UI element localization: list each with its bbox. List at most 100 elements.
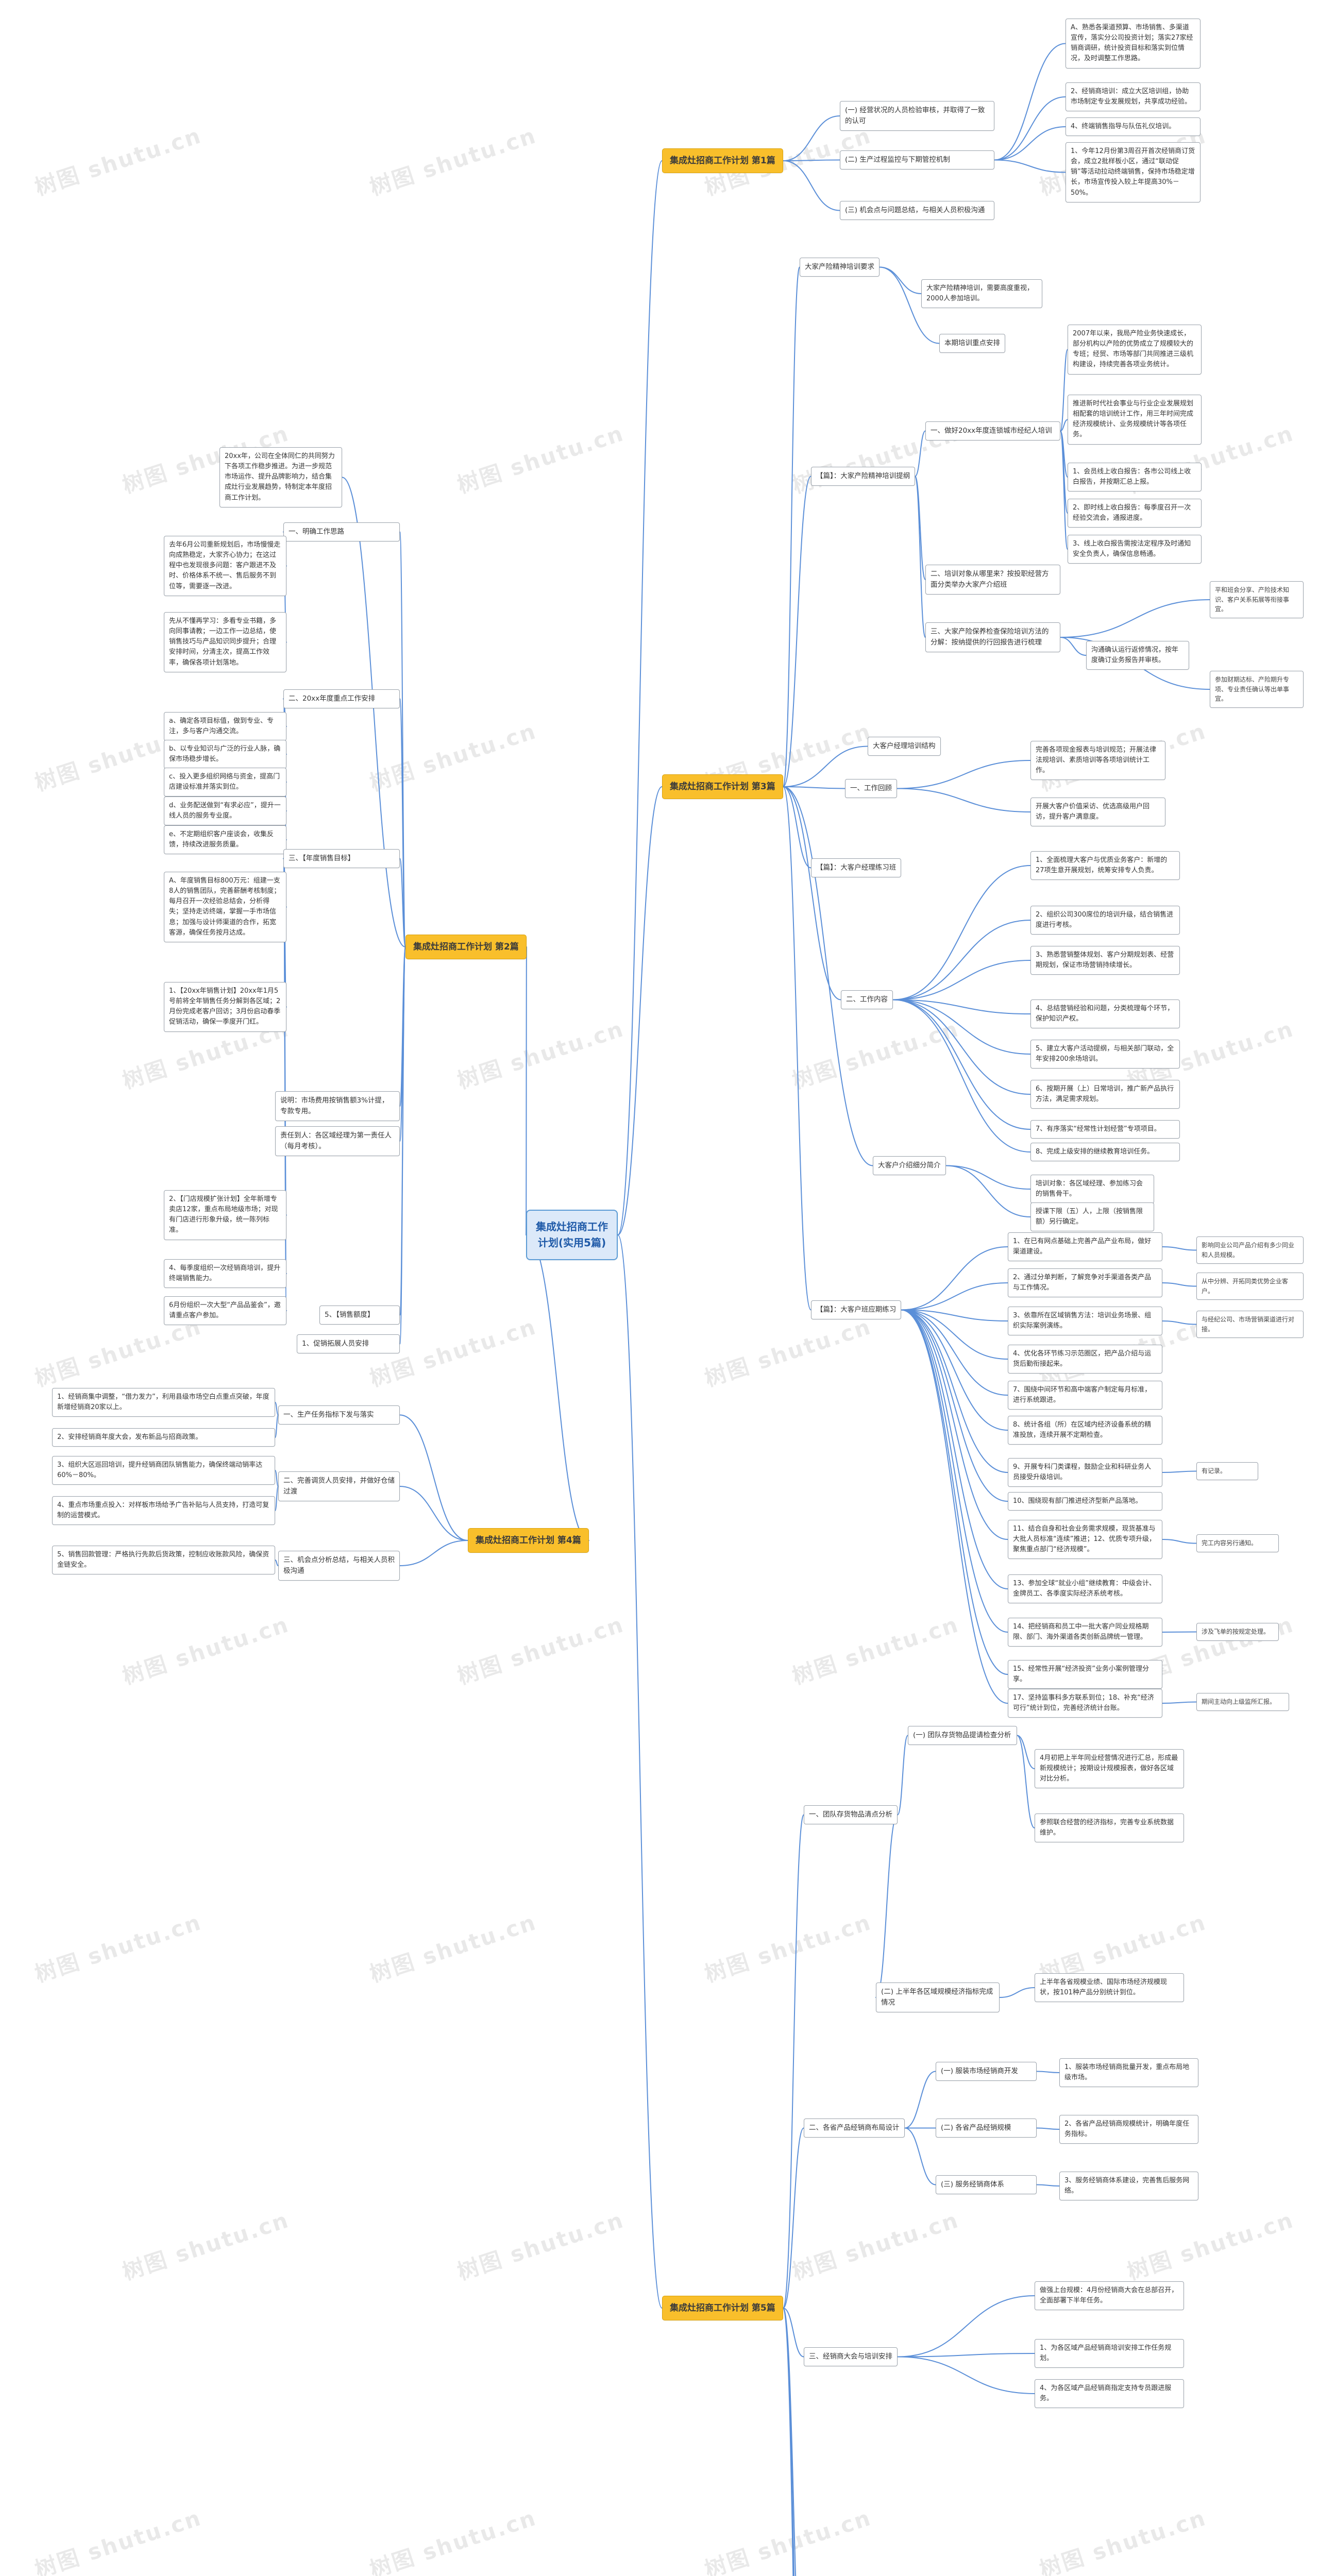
mindmap-node-L4b2[interactable]: 4、重点市场重点投入：对样板市场给予广告补贴与人员支持，打造可复制的运营模式。 [52,1496,275,1526]
mindmap-node-L3b3a[interactable]: 平和班会分享、产险技术知识、客户关系拓展等衔接事宜。 [1210,581,1304,618]
mindmap-node-T4b[interactable]: 二、完善调货人员安排，并做好仓储过渡 [278,1471,400,1501]
mindmap-node-N3h13[interactable]: 期间主动向上级监所汇报。 [1196,1693,1289,1711]
mindmap-node-T3b3[interactable]: 三、大家产险保养检查保险培训方法的分解：按纳提供的行回报告进行梳理 [925,622,1060,652]
mindmap-node-T1_3[interactable]: (三) 机会点与问题总结，与相关人员积极沟通 [840,201,994,220]
mindmap-node-N3h1[interactable]: 影响同业公司产品介绍有多少同业和人员规模。 [1196,1236,1304,1264]
mindmap-node-L3b3c[interactable]: 沟通确认运行返修情况，按年度确订业务报告并审核。 [1086,641,1189,670]
mindmap-node-T3b[interactable]: 【篇】：大家产险精神培训提纲 [811,467,916,486]
mindmap-node-L3f6[interactable]: 6、按期开展（上）日常培训，推广新产品执行方法，满足需求规划。 [1030,1080,1180,1109]
mindmap-node-L3f5[interactable]: 5、建立大客户活动提纲，与相关部门联动，全年安排200余场培训。 [1030,1040,1180,1069]
mindmap-node-T5b[interactable]: 二、各省产品经销商布局设计 [804,2119,905,2138]
mindmap-node-T5a1[interactable]: (一) 团队存货物品提请检查分析 [908,1726,1017,1745]
mindmap-node-L4b1[interactable]: 3、组织大区巡回培训，提升经销商团队销售能力，确保终端动销率达60%－80%。 [52,1456,275,1485]
mindmap-node-L3f1[interactable]: 1、全面梳理大客户与优质业务客户：新增的27项生意开展规划，统筹安排专人负责。 [1030,851,1180,880]
mindmap-node-B3[interactable]: 集成灶招商工作计划 第3篇 [662,774,783,800]
mindmap-node-N2c2[interactable]: 责任到人：各区域经理为第一责任人（每月考核）。 [275,1126,400,1156]
mindmap-node-T5b3[interactable]: (三) 服务经销商体系 [936,2175,1037,2194]
mindmap-node-L4a2[interactable]: 2、安排经销商年度大会，发布新品与招商政策。 [52,1428,275,1447]
mindmap-node-L3f8[interactable]: 8、完成上级安排的继续教育培训任务。 [1030,1143,1180,1162]
mindmap-node-N3h2[interactable]: 从中分辨、开拓同类优势企业客户。 [1196,1273,1304,1300]
mindmap-node-T3h[interactable]: 【篇】：大客户班应期练习 [811,1300,902,1319]
mindmap-node-L5c2[interactable]: 1、为各区域产品经销商培训安排工作任务规划。 [1035,2339,1184,2368]
mindmap-node-L1_4[interactable]: 1、今年12月份第3周召开首次经销商订货会，成立2批样板小区，通过“联动促销”等… [1066,142,1200,202]
mindmap-node-T1_2[interactable]: (二) 生产过程监控与下期管控机制 [840,150,994,170]
mindmap-node-L5a1[interactable]: 4月初把上半年同业经营情况进行汇总，形成最新规模统计；按期设计规模报表，做好各区… [1035,1749,1184,1789]
mindmap-node-T5c[interactable]: 三、经销商大会与培训安排 [804,2347,898,2366]
mindmap-node-L2b5[interactable]: e、不定期组织客户座谈会，收集反馈，持续改进服务质量。 [164,825,286,855]
mindmap-node-L2c3[interactable]: 2、【门店规模扩张计划】全年新增专卖店12家，重点布局地级市场；对现有门店进行形… [164,1190,286,1240]
mindmap-node-L2c1[interactable]: A、年度销售目标800万元：组建一支8人的销售团队，完善薪酬考核制度；每月召开一… [164,872,286,942]
mindmap-node-T5a2[interactable]: (二) 上半年各区域规模经济指标完成情况 [876,1982,1000,2012]
mindmap-node-T3b1[interactable]: 一、做好20xx年度连锁城市经纪人培训 [925,421,1060,440]
mindmap-node-L5c1[interactable]: 做强上台规模：4月份经销商大会在总部召开，全面部署下半年任务。 [1035,2281,1184,2311]
mindmap-node-L3b3b[interactable]: 参加财期达标、产险期升专项、专业责任确认等出单事宜。 [1210,671,1304,708]
mindmap-node-L1_2[interactable]: 2、经销商培训：成立大区培训组，协助市场制定专业发展规划，共享成功经验。 [1066,82,1200,112]
mindmap-node-L3h13[interactable]: 17、坚持监事科多方联系到位；18、补充“经济可行”统计到位，完善经济统计台账。 [1008,1689,1162,1718]
mindmap-node-L1_3[interactable]: 4、终端销售指导与队伍礼仪培训。 [1066,117,1200,137]
mindmap-node-L3h11[interactable]: 14、把经销商和员工中一批大客户同业规格期限、部门、海外渠道各类创新品牌统一管理… [1008,1618,1162,1647]
mindmap-node-C0[interactable]: 集成灶招商工作计划(实用5篇) [526,1210,618,1260]
mindmap-node-L3d1[interactable]: 完善各项现金报表与培训规范；开展法律法规培训、素质培训等各项培训统计工作。 [1030,741,1165,781]
mindmap-node-L3f4[interactable]: 4、总结营销经验和问题，分类梳理每个环节，保护知识产权。 [1030,999,1180,1029]
mindmap-node-N3h3[interactable]: 与经纪公司、市场营销渠道进行对接。 [1196,1311,1304,1338]
mindmap-node-L2a2[interactable]: 先从不懂再学习：多看专业书籍，多向同事请教；一边工作一边总结，使销售技巧与产品知… [164,612,286,672]
mindmap-node-T4c[interactable]: 三、机会点分析总结，与相关人员积极沟通 [278,1551,400,1581]
mindmap-node-T5a[interactable]: 一、团队存货物品清点分析 [804,1805,898,1824]
mindmap-node-L2b4[interactable]: d、业务配送做到“有求必应”，提升一线人员的服务专业度。 [164,796,286,826]
mindmap-node-L1_1[interactable]: A、熟悉各渠道预算、市场销售、多渠道宣传，落实分公司投资计划；落实27家经销商调… [1066,19,1200,69]
mindmap-node-L3f7[interactable]: 7、有序落实“经常性计划经营”专项项目。 [1030,1120,1180,1139]
mindmap-node-B5[interactable]: 集成灶招商工作计划 第5篇 [662,2296,783,2321]
mindmap-node-L5a2[interactable]: 参照联合经营的经济指标，完善专业系统数据维护。 [1035,1814,1184,1843]
mindmap-node-T4a[interactable]: 一、生产任务指标下发与落实 [278,1405,400,1425]
mindmap-node-P2i[interactable]: 20xx年，公司在全体同仁的共同努力下各项工作稳步推进。为进一步规范市场运作、提… [219,447,342,507]
mindmap-node-L2a1[interactable]: 去年6月公司重新规划后，市场慢慢走向成熟稳定，大家齐心协力；在这过程中也发现很多… [164,536,286,596]
mindmap-node-T2b[interactable]: 二、20xx年度重点工作安排 [283,689,400,708]
mindmap-node-B4[interactable]: 集成灶招商工作计划 第4篇 [468,1528,589,1553]
mindmap-node-L3a3[interactable]: 1、会员线上收白报告：各市公司线上收白报告，并按期汇总上报。 [1068,463,1202,492]
mindmap-node-N2c1[interactable]: 说明：市场费用按销售额3%计提，专款专用。 [275,1091,400,1121]
mindmap-node-L3a2[interactable]: 推进新时代社会事业与行业企业发展规划相配套的培训统计工作，用三年时间完成经济规模… [1068,395,1202,445]
mindmap-node-T5b2[interactable]: (二) 各省产品经销规模 [936,2119,1037,2138]
mindmap-node-T3f[interactable]: 二、工作内容 [841,990,893,1009]
mindmap-node-T2c[interactable]: 三、【年度销售目标】 [283,849,400,868]
mindmap-node-L2c4[interactable]: 4、每季度组织一次经销商培训，提升终端销售能力。 [164,1259,286,1289]
mindmap-node-L2b2[interactable]: b、以专业知识与广泛的行业人脉，确保市场稳步增长。 [164,740,286,769]
mindmap-node-L3h5[interactable]: 7、围绕中间环节和高中端客户制定每月标准，进行系统跟进。 [1008,1381,1162,1410]
mindmap-node-T3e[interactable]: 【篇】：大客户经理练习班 [811,858,902,877]
mindmap-node-L3f3[interactable]: 3、熟悉营销整体规划、客户分期规划表、经营期规划，保证市场营销持续增长。 [1030,946,1180,975]
mindmap-node-T5b1[interactable]: (一) 服装市场经销商开发 [936,2062,1037,2081]
mindmap-node-L3d2[interactable]: 开展大客户价值采访、优选高级用户回访，提升客户满意度。 [1030,798,1165,827]
mindmap-node-L5b1[interactable]: 1、服装市场经销商批量开发，重点布局地级市场。 [1059,2058,1198,2088]
mindmap-node-L3h2[interactable]: 2、通过分单判断，了解竞争对手渠道各类产品与工作情况。 [1008,1268,1162,1298]
mindmap-node-T3mid[interactable]: 大客户经理培训结构 [868,737,941,756]
mindmap-node-L5c3[interactable]: 4、为各区域产品经销商指定支持专员跟进服务。 [1035,2379,1184,2409]
mindmap-node-L3h7[interactable]: 9、开展专科门类课程，鼓励企业和科研业务人员接受升级培训。 [1008,1458,1162,1487]
mindmap-node-T3a2[interactable]: 本期培训重点安排 [939,334,1005,353]
mindmap-node-N3h7[interactable]: 有记录。 [1196,1462,1258,1480]
mindmap-node-B2[interactable]: 集成灶招商工作计划 第2篇 [405,935,527,960]
mindmap-node-B1[interactable]: 集成灶招商工作计划 第1篇 [662,148,783,174]
mindmap-node-L2c5[interactable]: 6月份组织一次大型“产品品鉴会”，邀请重点客户参加。 [164,1296,286,1326]
mindmap-node-L3h12[interactable]: 15、经常性开展“经济投资”业务小案例管理分享。 [1008,1660,1162,1689]
mindmap-node-L2c2[interactable]: 1、【20xx年销售计划】20xx年1月5号前将全年销售任务分解到各区域；2月份… [164,982,286,1032]
mindmap-node-L3h6[interactable]: 8、统计各组（所）在区域内经济设备系统的精准投放，连续开展不定期检查。 [1008,1416,1162,1445]
mindmap-node-L3g2[interactable]: 授课下限（五）人，上限（按销售限额）另行确定。 [1030,1202,1154,1232]
mindmap-node-T1_1[interactable]: (一) 经营状况的人员检验审核，并取得了一致的认可 [840,101,994,131]
mindmap-node-L3h3[interactable]: 3、依靠所在区域销售方法：培训业务场景、组织实际案例演练。 [1008,1307,1162,1336]
mindmap-node-L4a1[interactable]: 1、经销商集中调整，“借力发力”，利用县级市场空白点重点突破，年度新增经销商20… [52,1388,275,1417]
mindmap-node-L3a4[interactable]: 2、即时线上收白报告：每季度召开一次经验交流会，通报进度。 [1068,499,1202,528]
mindmap-node-L5b2[interactable]: 2、各省产品经销商规模统计，明确年度任务指标。 [1059,2115,1198,2144]
mindmap-node-L4c1[interactable]: 5、销售回款管理：严格执行先款后货政策，控制应收账款风险，确保资金链安全。 [52,1546,275,1575]
mindmap-node-N3h11[interactable]: 涉及飞单的按规定处理。 [1196,1623,1279,1641]
mindmap-node-T3d[interactable]: 一、工作回顾 [845,779,897,798]
mindmap-node-T3b2[interactable]: 二、培训对象从哪里来？按投职经营方面分类举办大家产介绍班 [925,565,1060,595]
mindmap-node-L2b1[interactable]: a、确定各项目标值，做到专业、专注，多与客户沟通交流。 [164,712,286,741]
mindmap-node-T2a[interactable]: 一、明确工作思路 [283,522,400,541]
mindmap-node-L3h4[interactable]: 4、优化各环节练习示范圈区，把产品介绍与运货后勤衔接起来。 [1008,1345,1162,1374]
mindmap-node-L5b3[interactable]: 3、服务经销商体系建设，完善售后服务网络。 [1059,2172,1198,2201]
mindmap-node-L3a1[interactable]: 2007年以来，我局产险业务快速成长，部分机构以产险的优势成立了规模较大的专班；… [1068,325,1202,375]
mindmap-node-L3a5[interactable]: 3、线上收白报告需按法定程序及时通知安全负责人，确保信息畅通。 [1068,535,1202,564]
mindmap-node-T3g[interactable]: 大客户介绍细分简介 [873,1156,946,1175]
mindmap-node-T3a1[interactable]: 大家产险精神培训，需要高度重视，2000人参加培训。 [921,279,1042,309]
mindmap-node-L3h8[interactable]: 10、围绕现有部门推进经济型新产品落地。 [1008,1492,1162,1511]
